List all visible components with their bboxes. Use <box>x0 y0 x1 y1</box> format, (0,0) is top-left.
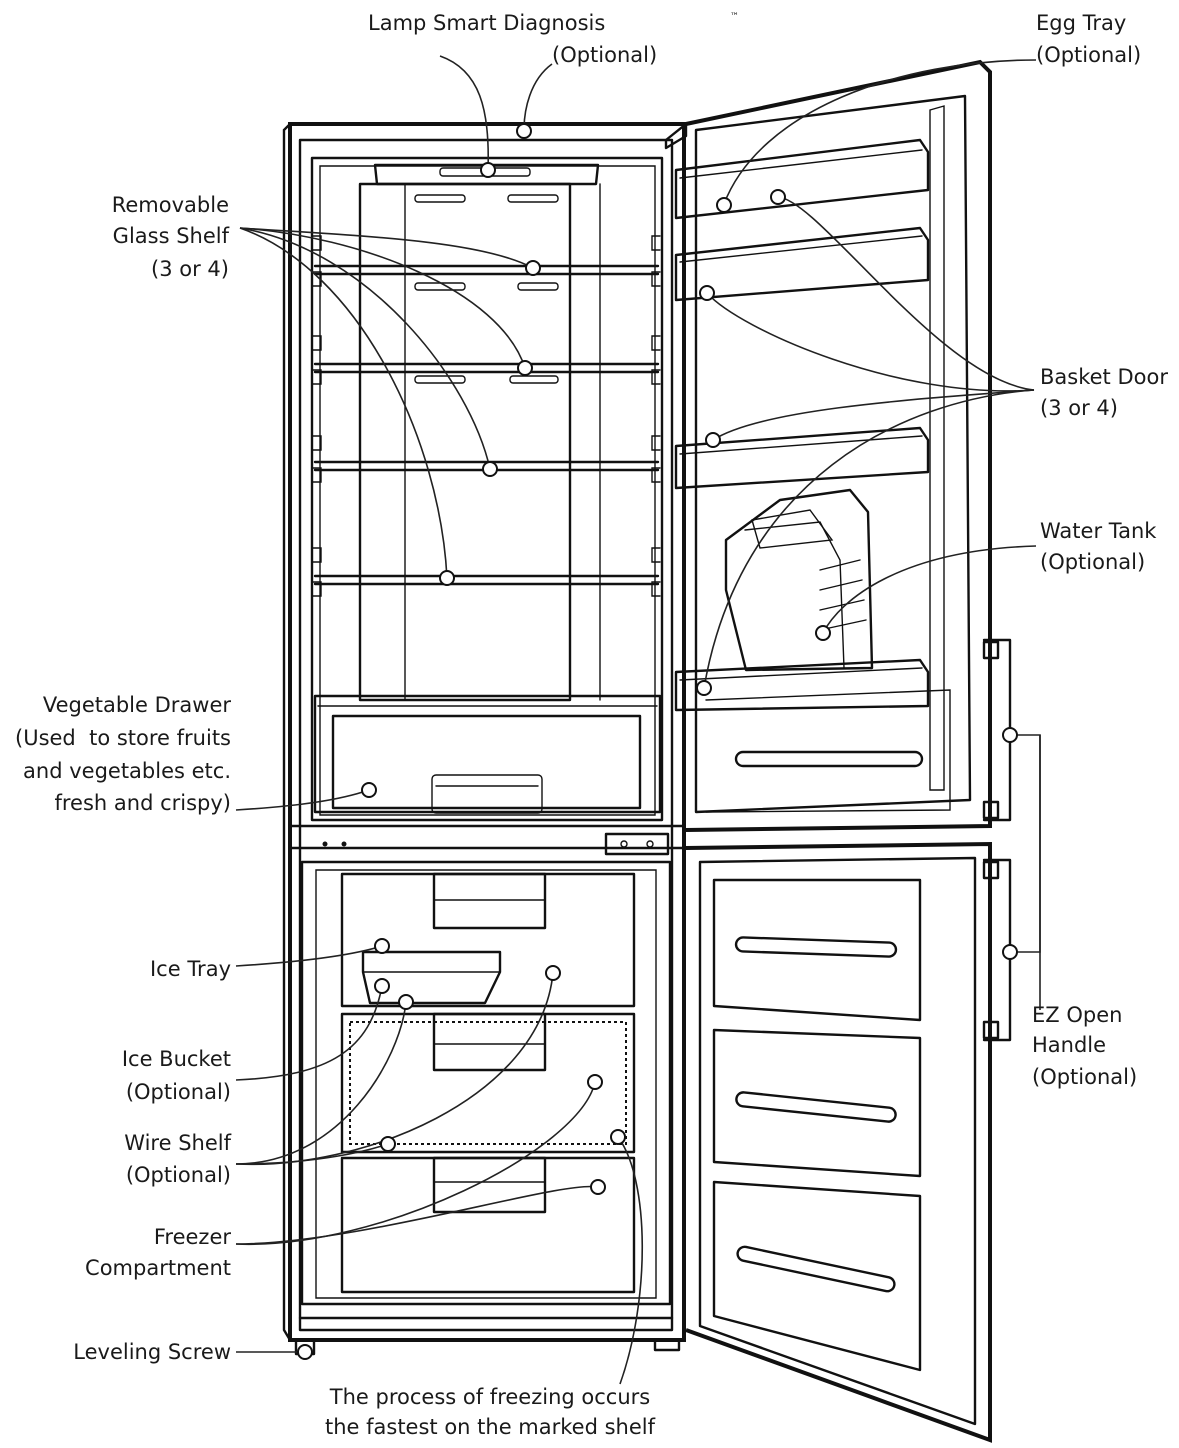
label-ez-3: (Optional) <box>1032 1065 1138 1089</box>
label-glass-shelf-3: (3 or 4) <box>151 257 229 281</box>
label-wire-shelf-1: Wire Shelf <box>124 1131 231 1155</box>
label-basket-door-2: (3 or 4) <box>1040 396 1118 420</box>
label-veg-4: fresh and crispy) <box>54 791 231 815</box>
label-leveling-screw: Leveling Screw <box>73 1340 231 1364</box>
label-water-tank-2: (Optional) <box>1040 550 1146 574</box>
label-process-1: The process of freezing occurs <box>329 1385 651 1409</box>
label-veg-1: Vegetable Drawer <box>42 693 231 717</box>
label-process-2: the fastest on the marked shelf <box>324 1415 655 1439</box>
cabinet-body <box>282 122 686 1342</box>
label-veg-2: (Used to store fruits <box>15 726 231 750</box>
label-water-tank-1: Water Tank <box>1040 519 1157 543</box>
label-glass-shelf-2: Glass Shelf <box>112 224 229 248</box>
label-lamp: Lamp Smart Diagnosis <box>368 11 606 35</box>
label-ez-2: Handle <box>1032 1033 1107 1057</box>
fridge-compartment <box>310 156 670 856</box>
callout-dots <box>297 123 1018 1360</box>
freezer-door <box>685 841 992 1443</box>
label-ez-1: EZ Open <box>1032 1003 1123 1027</box>
label-glass-shelf-1: Removable <box>111 193 229 217</box>
label-freezer-2: Compartment <box>85 1256 231 1280</box>
label-veg-3: and vegetables etc. <box>23 759 231 783</box>
label-ice-tray: Ice Tray <box>149 957 231 981</box>
leader-lines <box>235 55 1041 1385</box>
label-lamp-optional: (Optional) <box>552 43 658 67</box>
label-freezer-1: Freezer <box>153 1225 231 1249</box>
ez-open-handles <box>982 638 1012 1042</box>
trademark-symbol: ™ <box>730 12 739 22</box>
label-ice-bucket-1: Ice Bucket <box>121 1047 231 1071</box>
label-ice-bucket-2: (Optional) <box>125 1080 231 1104</box>
label-egg-tray-optional: (Optional) <box>1036 43 1142 67</box>
label-egg-tray: Egg Tray <box>1036 11 1127 35</box>
label-wire-shelf-2: (Optional) <box>125 1163 231 1187</box>
freezer-compartment <box>294 860 681 1356</box>
label-basket-door-1: Basket Door <box>1040 365 1168 389</box>
